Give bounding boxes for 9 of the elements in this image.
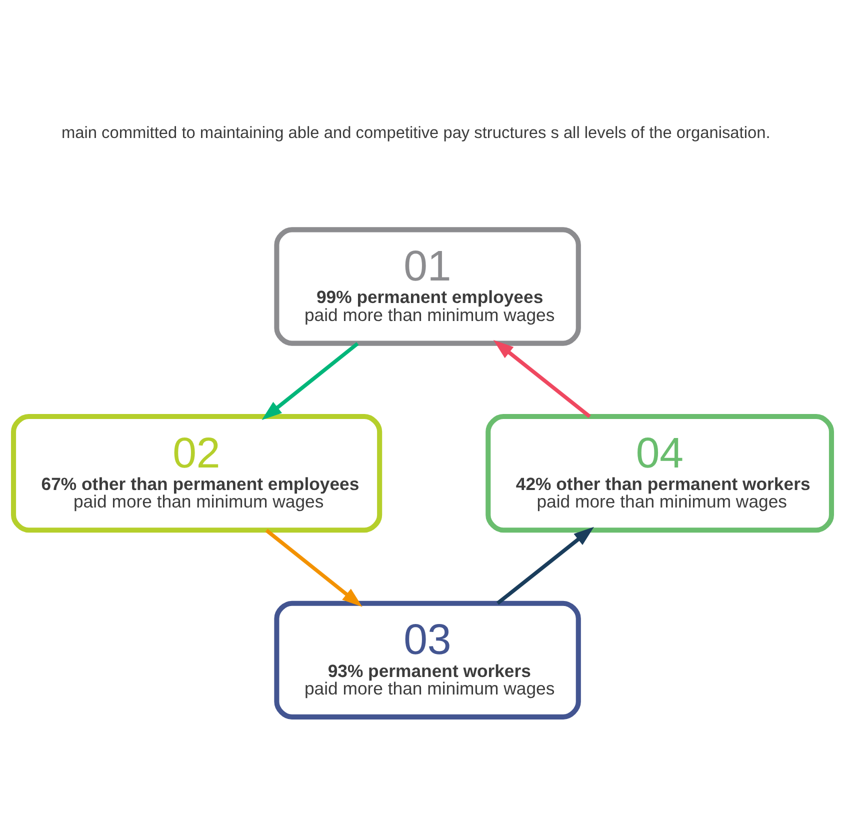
node-box: 04 42% other than permanent workers paid more than minimum wages xyxy=(486,414,834,533)
arrow xyxy=(262,342,359,420)
arrow xyxy=(493,340,591,418)
label: main committed to maintaining able and competitive pay structures s all levels of the organisation. xyxy=(61,124,770,142)
node-box: 03 93% permanent workers paid more than minimum wages xyxy=(274,600,581,720)
node-box: 01 99% permanent employees paid more than minimum wages xyxy=(274,227,581,346)
node-box: 02 67% other than permanent employees paid more than minimum wages xyxy=(11,414,382,533)
arrow xyxy=(265,528,362,607)
arrow xyxy=(496,526,594,605)
